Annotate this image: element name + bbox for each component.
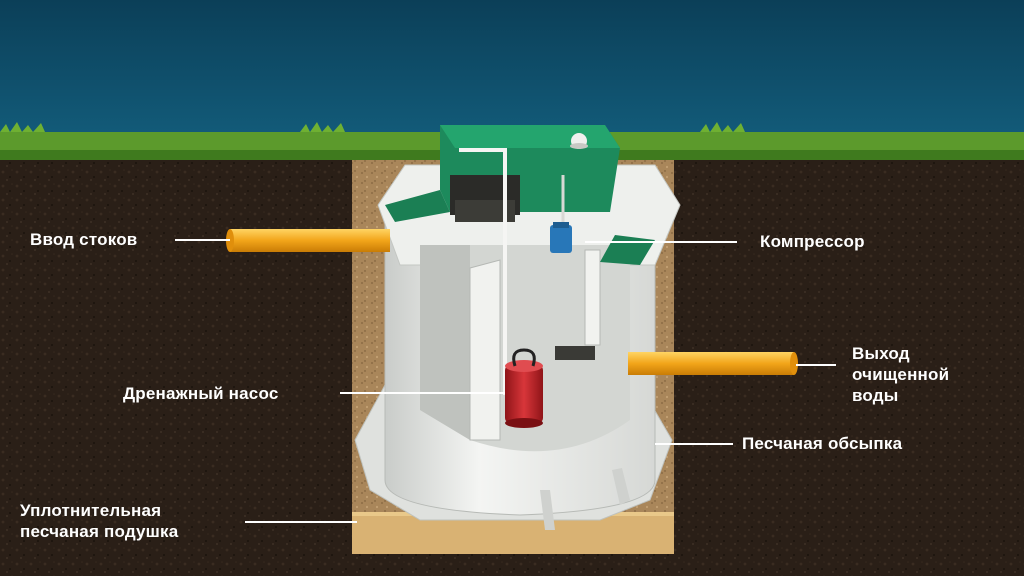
leader-line-compressor: [585, 241, 737, 243]
label-sand-fill: Песчаная обсыпка: [742, 434, 903, 453]
inlet-pipe: [226, 229, 390, 252]
leader-line-outlet: [796, 364, 836, 366]
outlet-pipe: [628, 352, 798, 375]
drain-pump-unit: [505, 348, 543, 428]
sky: [0, 0, 1024, 132]
leader-line-sand-fill: [655, 443, 733, 445]
leader-line-drain-pump: [340, 392, 505, 394]
partition-left: [469, 259, 501, 441]
label-compressor: Компрессор: [760, 232, 865, 251]
leader-line-sand-cushion: [245, 521, 357, 523]
label-drain-pump: Дренажный насос: [123, 384, 279, 403]
partition-right: [584, 249, 601, 346]
compressor-unit: [550, 225, 572, 253]
label-inlet: Ввод стоков: [30, 230, 138, 249]
label-sand-cushion: Уплотнительная песчаная подушка: [20, 501, 179, 541]
leader-line-inlet: [175, 239, 230, 241]
label-outlet: Выход очищенной воды: [852, 344, 950, 405]
